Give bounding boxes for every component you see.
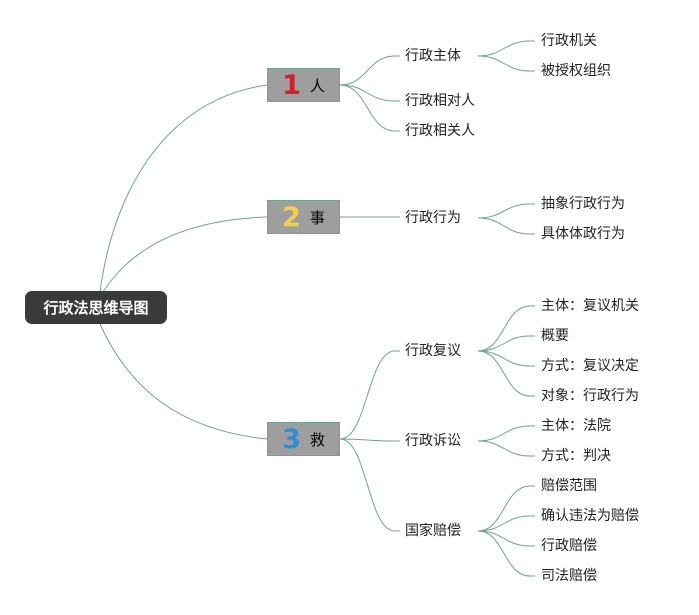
number-3-icon: 3 [282,423,301,455]
leaf-node[interactable]: 赔偿范围 [541,478,597,494]
sub-leaf-link [477,425,535,442]
sub-leaf-link [477,335,535,352]
sub-leaf-link [477,203,535,219]
sub-node[interactable]: 国家赔偿 [405,523,461,539]
sub-leaf-link [477,350,535,397]
branch-sub-link [339,55,400,86]
leaf-node[interactable]: 方式：判决 [541,448,611,464]
root-label: 行政法思维导图 [43,299,149,317]
sub-node[interactable]: 行政诉讼 [405,433,461,449]
leaf-node[interactable]: 概要 [541,328,569,344]
root-branch-link [99,323,268,440]
sub-leaf-link [477,55,535,72]
root-branch-link [99,84,268,293]
leaf-node[interactable]: 方式：复议决定 [541,358,639,374]
leaf-node[interactable]: 主体：复议机关 [541,298,639,314]
leaf-node[interactable]: 对象：行政行为 [541,388,639,404]
branch-sub-link [339,438,400,532]
branch-sub-link [339,438,400,442]
sub-leaf-link [477,350,535,367]
branch-label: 事 [309,208,325,227]
leaf-node[interactable]: 司法赔偿 [541,568,597,584]
leaf-node[interactable]: 行政机关 [541,33,597,49]
sub-leaf-link [477,40,535,57]
leaf-node[interactable]: 行政赔偿 [541,538,597,554]
sub-node[interactable]: 行政相对人 [405,93,475,109]
branch-node-2[interactable]: 2 事 [267,200,340,234]
leaf-node[interactable]: 抽象行政行为 [541,196,625,212]
sub-node[interactable]: 行政相关人 [405,123,475,139]
sub-node[interactable]: 行政主体 [405,48,461,64]
branch-label: 救 [309,430,325,449]
sub-leaf-link [477,530,535,547]
leaf-node[interactable]: 具体体政行为 [541,226,625,242]
leaf-node[interactable]: 确认违法为赔偿 [541,508,639,524]
sub-leaf-link [477,440,535,457]
number-2-icon: 2 [282,201,301,233]
sub-leaf-link [477,515,535,532]
root-node[interactable]: 行政法思维导图 [25,291,167,324]
branch-sub-link [339,84,400,132]
sub-leaf-link [477,530,535,577]
number-1-icon: 1 [282,69,301,101]
leaf-node[interactable]: 主体：法院 [541,418,611,434]
sub-node[interactable]: 行政复议 [405,343,461,359]
branch-node-3[interactable]: 3 救 [267,422,340,456]
root-branch-link [102,216,268,293]
sub-node[interactable]: 行政行为 [405,210,461,226]
branch-node-1[interactable]: 1 人 [267,68,340,102]
sub-leaf-link [477,305,535,352]
branch-label: 人 [309,76,325,95]
sub-leaf-link [477,485,535,532]
leaf-node[interactable]: 被授权组织 [541,63,611,79]
sub-leaf-link [477,217,535,235]
branch-sub-link [339,84,400,102]
branch-sub-link [339,350,400,440]
